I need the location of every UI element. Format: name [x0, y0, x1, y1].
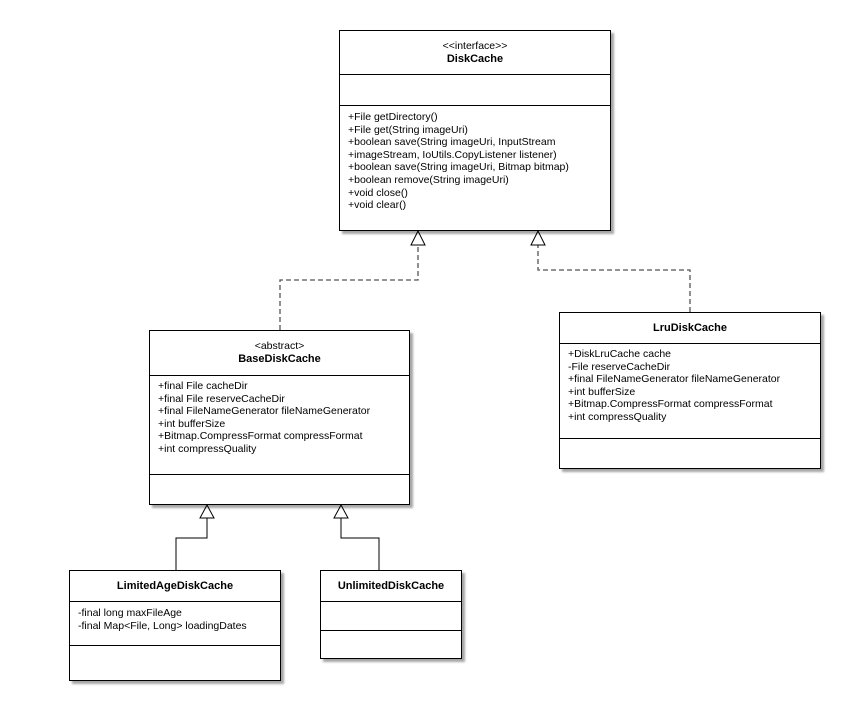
attributes-compartment-diskcache [340, 74, 610, 105]
attribute-item: +final FileNameGenerator fileNameGenerat… [568, 373, 781, 386]
attribute-item: +DiskLruCache cache [568, 348, 672, 360]
attribute-item: +Bitmap.CompressFormat compressFormat [158, 430, 363, 443]
attributes-compartment-basediskcache: +final File cacheDir +final File reserve… [150, 375, 409, 474]
generalization-arrowhead-limitedage [199, 503, 215, 519]
operation-item: +void close() [348, 186, 408, 199]
attribute-item: -File reserveCacheDir [568, 360, 671, 373]
attribute-item: +final File reserveCacheDir [158, 392, 285, 405]
stereotype-label: <<interface>> [442, 39, 508, 52]
operation-item: +File get(String imageUri) [348, 123, 468, 136]
attribute-item: +int compressQuality [568, 410, 667, 423]
attribute-item: +final File cacheDir [158, 380, 248, 392]
attributes-compartment-lrudiskcache: +DiskLruCache cache -File reserveCacheDi… [560, 343, 820, 438]
class-header-basediskcache: <abstract> BaseDiskCache [150, 331, 409, 375]
operation-item: +imageStream, IoUtils.CopyListener liste… [348, 148, 557, 161]
class-box-lrudiskcache: LruDiskCache +DiskLruCache cache -File r… [559, 312, 821, 469]
operations-compartment-basediskcache [150, 474, 409, 504]
operations-compartment-lrudiskcache [560, 438, 820, 468]
attribute-item: +int bufferSize [158, 417, 226, 430]
class-name-lrudiskcache: LruDiskCache [653, 321, 727, 334]
attribute-item: +int bufferSize [568, 385, 636, 398]
class-name-basediskcache: BaseDiskCache [238, 353, 321, 365]
class-box-diskcache: <<interface>> DiskCache +File getDirecto… [339, 30, 611, 231]
realization-arrowhead-base [410, 229, 426, 246]
attribute-item: -final long maxFileAge [78, 607, 182, 619]
operation-item: +void clear() [348, 199, 407, 212]
operation-item: +boolean remove(String imageUri) [348, 173, 509, 186]
generalization-arrowhead-unlimited [333, 503, 349, 519]
class-name-diskcache: DiskCache [446, 52, 504, 65]
attribute-item: +Bitmap.CompressFormat compressFormat [568, 398, 773, 411]
attribute-item: +final FileNameGenerator fileNameGenerat… [158, 405, 371, 418]
operation-item: +File getDirectory() [348, 111, 438, 123]
operations-compartment-unlimiteddiskcache [321, 630, 461, 658]
operation-item: +boolean save(String imageUri, InputStre… [348, 136, 556, 149]
attributes-compartment-unlimiteddiskcache [321, 601, 461, 630]
class-header-lrudiskcache: LruDiskCache [560, 313, 820, 343]
operations-compartment-diskcache: +File getDirectory() +File get(String im… [340, 105, 610, 230]
class-box-unlimiteddiskcache: UnlimitedDiskCache [320, 570, 462, 659]
generalization-limitedage-to-base [175, 517, 208, 570]
class-box-limitedagediskcache: LimitedAgeDiskCache -final long maxFileA… [69, 570, 281, 681]
attribute-item: -final Map<File, Long> loadingDates [78, 619, 247, 632]
attribute-item: +int compressQuality [158, 442, 257, 455]
class-name-unlimiteddiskcache: UnlimitedDiskCache [337, 579, 445, 592]
class-header-unlimiteddiskcache: UnlimitedDiskCache [321, 571, 461, 601]
stereotype-label: <abstract> [254, 340, 305, 352]
class-header-limitedagediskcache: LimitedAgeDiskCache [70, 571, 280, 601]
generalization-unlimited-to-base [340, 517, 380, 570]
realization-arrowhead-lru [530, 229, 546, 246]
operations-compartment-limitedagediskcache [70, 645, 280, 680]
realization-base-to-diskcache [279, 244, 419, 330]
attributes-compartment-limitedagediskcache: -final long maxFileAge -final Map<File, … [70, 601, 280, 645]
realization-lru-to-diskcache [537, 244, 691, 312]
class-header-diskcache: <<interface>> DiskCache [340, 31, 610, 74]
operation-item: +boolean save(String imageUri, Bitmap bi… [348, 161, 569, 174]
class-box-basediskcache: <abstract> BaseDiskCache +final File cac… [149, 330, 410, 505]
class-name-limitedagediskcache: LimitedAgeDiskCache [116, 579, 234, 592]
